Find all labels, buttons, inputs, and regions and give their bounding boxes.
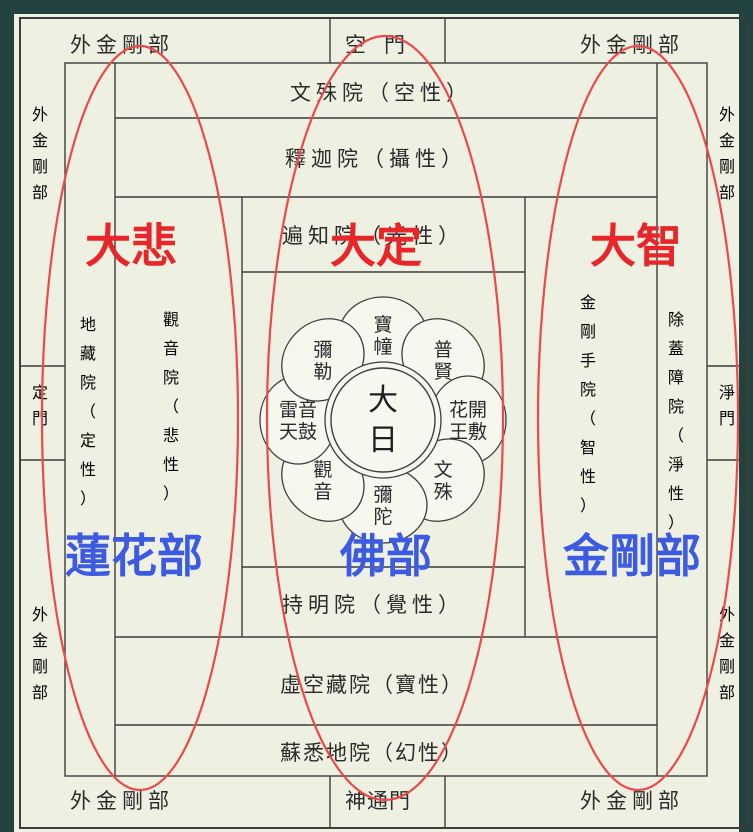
overlay-vajra-family: 金剛部 [562,529,701,583]
court-jimyo-label: 持明院（覺性） [282,593,464,617]
lotus-petal-labels: 寶幢普賢花開王敷文殊彌陀觀音 雷音天鼓 彌勒 [279,314,487,528]
gate-right-label: 淨門 [719,383,735,428]
lotus-petal-label: 普賢 [434,339,453,383]
side-left-lower-label-text: 外金剛部 [32,605,48,702]
lotus-center-label-text: 大日 [368,383,398,458]
court-kannon-label-text: 觀音院（悲性） [163,310,179,503]
overlay-great-wisdom: 大智 [590,219,682,273]
lotus-center [324,361,442,479]
outer-court-frame [64,62,708,777]
court-henchi-label: 遍知院（光性） [282,224,464,248]
corner-top-right-label: 外金剛部 [580,33,684,57]
side-right-upper-label-text: 外金剛部 [719,105,735,202]
gate-right-label-text: 淨門 [719,383,735,428]
court-shakya-label: 釋迦院（攝性） [285,147,467,171]
corner-bottom-right-label: 外金剛部 [580,789,684,813]
lotus-family-ellipse [40,44,240,792]
lotus-petal-label: 文殊 [434,459,453,503]
lotus-petal-label: 彌勒 [313,339,332,383]
court-jogaisho-label: 除蓋障院（淨性） [668,310,684,532]
gate-left-label: 定門 [32,383,48,428]
gate-bottom-label: 神通門 [345,789,411,813]
lotus-petal-label: 觀音 [313,459,332,503]
court-jizo-label-text: 地藏院（定性） [80,315,96,508]
lotus-center-inner-ring [330,367,436,473]
side-left-lower-label: 外金剛部 [32,605,48,702]
court-kannon-label: 觀音院（悲性） [163,310,179,503]
court-jogaisho-label-text: 除蓋障院（淨性） [668,310,684,532]
overlay-great-compassion: 大悲 [85,219,177,273]
outer-frame [19,17,748,829]
corner-bottom-left-label: 外金剛部 [70,789,174,813]
side-left-upper-label: 外金剛部 [32,105,48,202]
court-kongoshu-label-text: 金剛手院（智性） [580,293,596,515]
side-right-upper-label: 外金剛部 [719,105,735,202]
lotus-petal-label: 花開王敷 [449,399,487,443]
court-soshitsuji-label: 蘇悉地院（幻性） [280,741,464,765]
lotus-petal-label: 雷音天鼓 [279,399,317,443]
court-kokuzo-label: 虛空藏院（寶性） [280,673,464,697]
buddha-family-ellipse [265,34,505,802]
side-left-upper-label-text: 外金剛部 [32,105,48,202]
gate-left-label-text: 定門 [32,383,48,428]
lotus-petals [259,296,507,544]
overlay-great-samadhi: 大定 [330,219,422,273]
lotus-petal-label: 寶幢 [374,314,393,358]
overlay-buddha-family: 佛部 [339,529,432,583]
lotus-petal-label: 彌陀 [374,484,393,528]
court-kongoshu-label: 金剛手院（智性） [580,293,596,515]
vajra-family-ellipse [536,44,740,792]
court-jizo-label: 地藏院（定性） [80,315,96,508]
overlay-lotus-family: 蓮花部 [65,529,203,583]
lotus-center-label: 大日 [368,383,398,458]
